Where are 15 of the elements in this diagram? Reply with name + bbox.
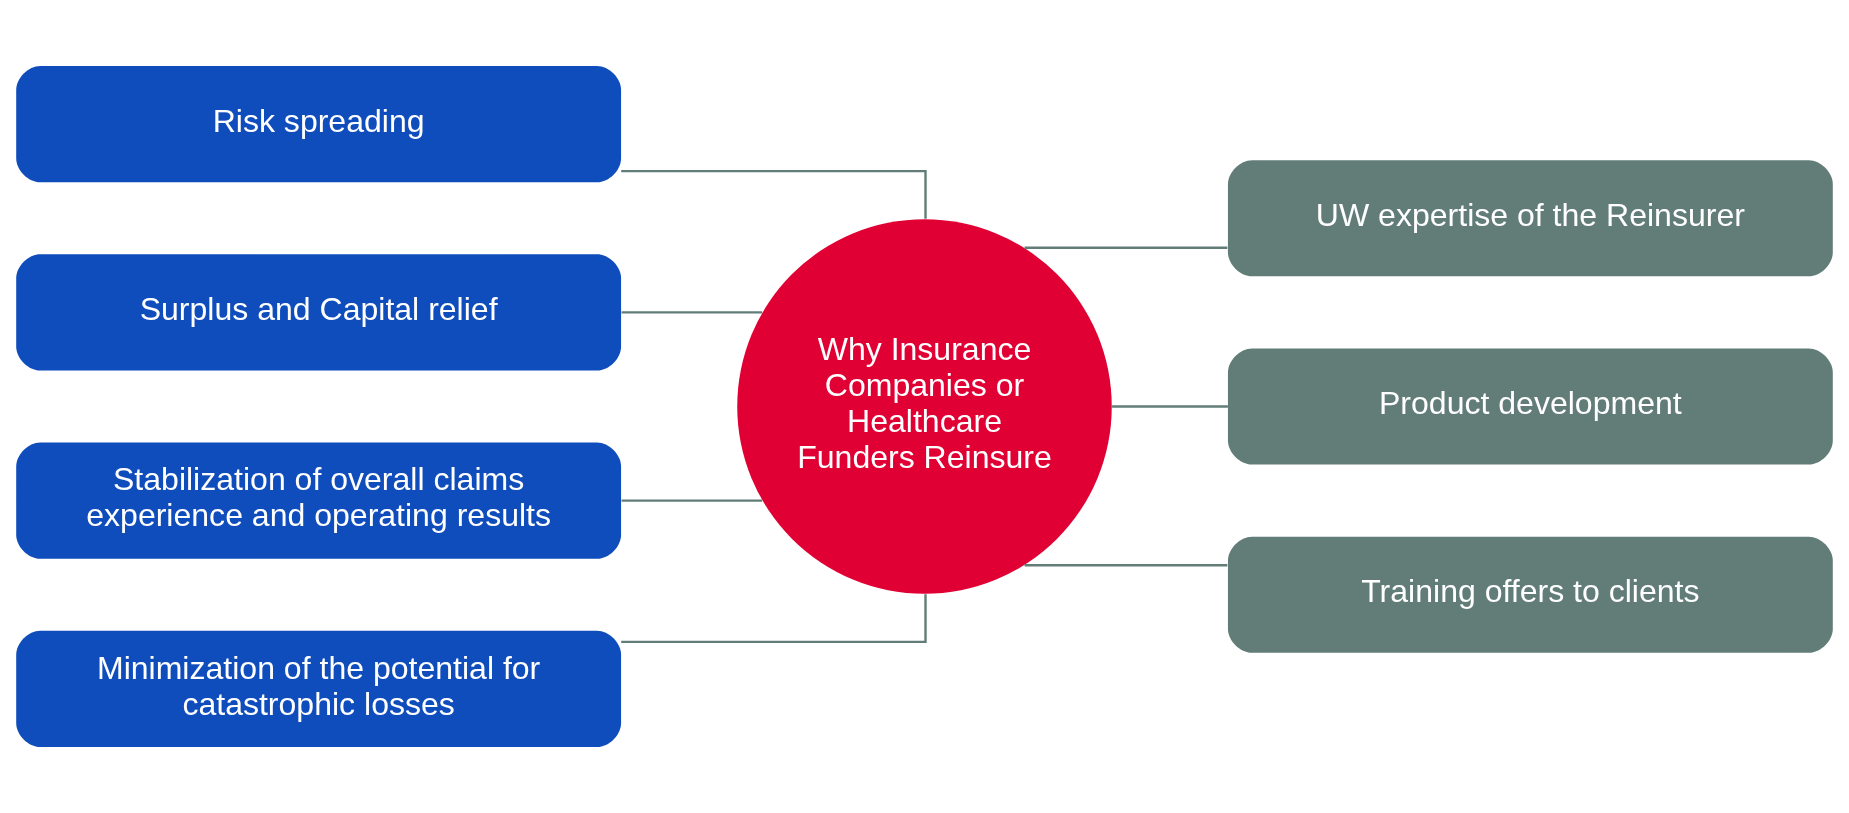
connector: [621, 311, 763, 314]
node-circle: Why Insurance Companies or Healthcare Funders Reinsure: [737, 219, 1112, 594]
node-box: Product development: [1227, 348, 1833, 465]
connector: [1024, 246, 1228, 249]
connector: [621, 499, 763, 502]
connector: [1112, 405, 1228, 408]
node-box: Minimization of the potential for catastrophic losses: [16, 630, 622, 747]
node-box: Training offers to clients: [1227, 536, 1833, 653]
node-box: Risk spreading: [16, 66, 622, 183]
connector: [621, 169, 927, 219]
node-box: UW expertise of the Reinsurer: [1227, 160, 1833, 277]
connector: [621, 594, 927, 644]
node-box: Surplus and Capital relief: [16, 254, 622, 371]
node-box: Stabilization of overall claims experience and operating results: [16, 442, 622, 559]
connector: [1024, 564, 1228, 567]
